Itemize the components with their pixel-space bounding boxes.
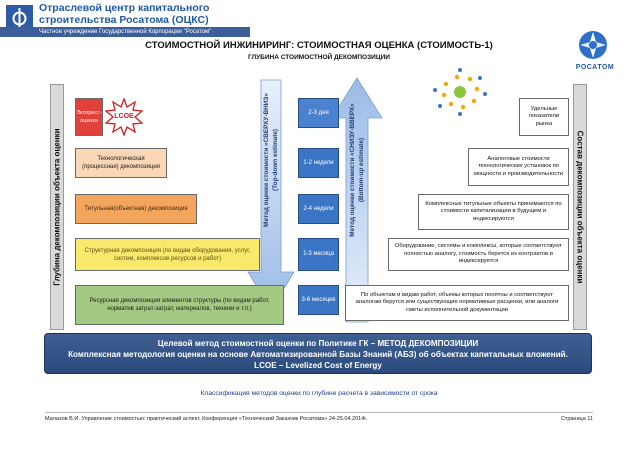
org-name-line2: строительства Росатома (ОЦКС) bbox=[39, 14, 209, 26]
left-box-structural-label: Структурная декомпозиция (по видам обору… bbox=[84, 247, 251, 262]
right-box-equipment: Оборудование, системы и комплексы, котор… bbox=[388, 238, 569, 271]
bottom-up-method-line2: (Bottom-up estimate) bbox=[358, 137, 365, 203]
footer-page-number: Страница 11 bbox=[560, 416, 593, 422]
right-box-title-objects-label: Комплексные титульные объекты принимаютс… bbox=[425, 200, 562, 222]
timeline-item: 1-2 недели bbox=[298, 148, 339, 178]
target-method-line2: Комплексная методология оценки на основе… bbox=[68, 350, 568, 359]
org-sub-strip: Частное учреждение Государственной Корпо… bbox=[0, 27, 250, 37]
left-box-express: Экспресс-оценка bbox=[75, 98, 103, 136]
timeline-item: 1-3 месяца bbox=[298, 238, 339, 271]
right-box-analog-capacity-label: Аналоговые стоимости технологических уст… bbox=[473, 155, 564, 177]
left-box-resource: Ресурсная декомпозиция элементов структу… bbox=[75, 285, 284, 325]
page-subtitle: ГЛУБИНА СТОИМОСТНОЙ ДЕКОМПОЗИЦИИ bbox=[248, 54, 390, 61]
lcoe-badge-text: LCOE bbox=[114, 113, 134, 120]
timeline-item-label: 2-4 недели bbox=[303, 205, 334, 212]
left-box-title-label: Титульная(объектная) декомпозиция bbox=[84, 206, 188, 212]
right-box-analog-capacity: Аналоговые стоимости технологических уст… bbox=[468, 148, 569, 186]
right-box-works-label: По объектам и видам работ, объемы которы… bbox=[355, 291, 559, 313]
right-box-market-label: Удельные показатели рынка bbox=[528, 105, 560, 127]
right-axis-label: Состав декомпозиции объекта оценки bbox=[573, 84, 587, 330]
left-box-structural: Структурная декомпозиция (по видам обору… bbox=[75, 238, 260, 271]
left-box-resource-label: Ресурсная декомпозиция элементов структу… bbox=[89, 298, 270, 312]
left-box-technological: Технологическая (процессная) декомпозици… bbox=[75, 148, 167, 178]
timeline-item: 2-3 дня bbox=[298, 98, 339, 128]
timeline-item: 2-4 недели bbox=[298, 194, 339, 224]
classification-caption: Классификация методов оценки по глубине … bbox=[200, 390, 438, 397]
top-down-method-line2: (Top-down estimate) bbox=[272, 128, 279, 192]
left-box-technological-label: Технологическая (процессная) декомпозици… bbox=[82, 156, 160, 170]
right-box-title-objects: Комплексные титульные объекты принимаютс… bbox=[418, 194, 569, 230]
timeline-item-label: 2-3 дня bbox=[308, 109, 329, 116]
rosatom-brand-label: РОСАТОМ bbox=[575, 64, 615, 71]
timeline-item: 3-6 месяцев bbox=[298, 285, 339, 315]
header: Отраслевой центр капитального строительс… bbox=[0, 0, 638, 40]
right-box-works: По объектам и видам работ, объемы которы… bbox=[345, 285, 569, 321]
network-icon bbox=[433, 68, 487, 116]
target-method-line3: LCOE – Levelized Cost of Energy bbox=[254, 361, 382, 370]
left-box-title: Титульная(объектная) декомпозиция bbox=[75, 194, 197, 224]
left-axis-label: Глубина декомпозиции объекта оценки bbox=[50, 84, 64, 330]
rosatom-logo-icon bbox=[579, 31, 607, 59]
left-box-express-label: Экспресс-оценка bbox=[76, 110, 102, 124]
timeline-item-label: 1-3 месяца bbox=[303, 251, 334, 257]
right-box-equipment-label: Оборудование, системы и комплексы, котор… bbox=[394, 243, 563, 265]
target-method-line1: Целевой метод стоимостной оценки по Поли… bbox=[157, 339, 479, 348]
timeline-item-label: 3-6 месяцев bbox=[301, 296, 336, 303]
timeline-item-label: 1-2 недели bbox=[303, 159, 334, 166]
bottom-up-method-label: Метод оценки стоимости «СНИЗУ-ВВЕРХ» (Bo… bbox=[348, 103, 366, 237]
page-title: СТОИМОСТНОЙ ИНЖИНИРИНГ: СТОИМОСТНАЯ ОЦЕН… bbox=[145, 40, 493, 51]
top-down-method-label: Метод оценки стоимости «СВЕРХУ-ВНИЗ» (To… bbox=[262, 93, 280, 227]
lcoe-badge-icon bbox=[104, 98, 144, 136]
org-name-line1: Отраслевой центр капитального bbox=[39, 2, 210, 14]
org-sub-label: Частное учреждение Государственной Корпо… bbox=[39, 29, 212, 35]
top-down-method-line1: Метод оценки стоимости «СВЕРХУ-ВНИЗ» bbox=[263, 93, 270, 227]
target-method-banner: Целевой метод стоимостной оценки по Поли… bbox=[44, 333, 592, 374]
bottom-up-method-line1: Метод оценки стоимости «СНИЗУ-ВВЕРХ» bbox=[349, 103, 356, 237]
right-box-market: Удельные показатели рынка bbox=[519, 98, 569, 136]
footer-divider bbox=[45, 412, 593, 413]
footer-citation: Малахов В.И. Управление стоимостью: прак… bbox=[45, 416, 368, 422]
